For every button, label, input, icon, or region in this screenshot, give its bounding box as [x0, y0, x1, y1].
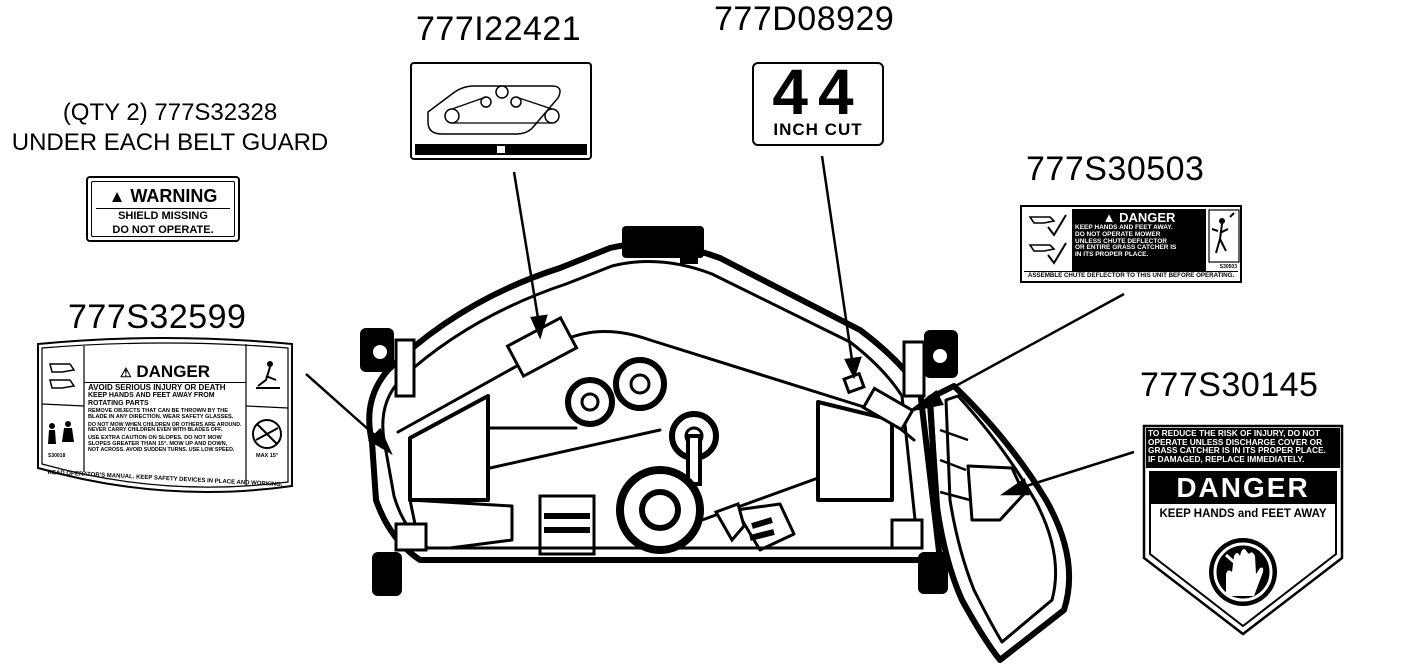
deck-slope-max: MAX 15° [256, 453, 279, 459]
discharge-subheading: KEEP HANDS and FEET AWAY [1159, 508, 1327, 520]
warning-decal: ▲ WARNING SHIELD MISSING DO NOT OPERATE. [86, 176, 240, 242]
thrown-object-icon [1208, 209, 1240, 265]
chute-line-1: KEEP HANDS AND FEET AWAY. [1075, 224, 1173, 231]
deck-line-4: REMOVE OBJECTS THAT CAN BE THROWN BY THE [88, 408, 228, 415]
chute-line-4: OR ENTIRE GRASS CATCHER IS [1075, 244, 1177, 252]
pulley-routing-decal [410, 62, 592, 160]
cut-size-decal: 44 INCH CUT [752, 56, 884, 146]
deck-line-1: AVOID SERIOUS INJURY OR DEATH [88, 383, 226, 392]
top-pulley-block [622, 226, 704, 264]
hand-hazard-icon [49, 363, 76, 389]
kneeling-operator-icon [256, 361, 280, 389]
idler-pulleys [565, 357, 719, 486]
belt-routing-icon [415, 85, 587, 155]
discharge-line-3: GRASS CATCHER IS IN ITS PROPER PLACE. [1148, 445, 1326, 456]
discharge-chute [927, 383, 1073, 663]
spring-bracket [538, 494, 775, 556]
belt-guard-note-line-1: (QTY 2) 777S32328 [62, 99, 278, 126]
deck-code: S30018 [48, 453, 66, 459]
deck-danger-heading: ⚠ DANGER [84, 362, 246, 383]
chute-danger-decal: ▲ DANGER KEEP HANDS AND FEET AWAY. DO NO… [1020, 205, 1242, 283]
discharge-line-4: IF DAMAGED, REPLACE IMMEDIATELY. [1148, 454, 1305, 465]
belt-guard-note-line-2: UNDER EACH BELT GUARD [11, 129, 329, 156]
warning-heading-row: ▲ WARNING [88, 186, 238, 207]
deck-line-10: NOT ACROSS. AVOID SUDDEN TURNS. USE LOW … [88, 446, 235, 453]
deck-line-3: ROTATING PARTS [88, 399, 149, 407]
chute-footer: ASSEMBLE CHUTE DEFLECTOR TO THIS UNIT BE… [1024, 270, 1238, 280]
deck-line-9: SLOPES GREATER THAN 15°. MOW UP AND DOWN… [88, 440, 228, 447]
chute-triangle-icon: ▲ [1102, 210, 1116, 225]
cut-size-number: 44 [772, 56, 864, 128]
discharge-danger-decal: TO REDUCE THE RISK OF INJURY, DO NOT OPE… [1142, 424, 1344, 636]
deck-line-6: DO NOT MOW WHEN CHILDREN OR OTHERS ARE A… [88, 421, 242, 428]
decal-locations [505, 315, 915, 432]
part-number-777s32599: 777S32599 [68, 298, 247, 336]
belt-guard-note: (QTY 2) 777S32328 UNDER EACH BELT GUARD [0, 98, 340, 158]
part-number-777s30145: 777S30145 [1140, 366, 1319, 404]
deck-wheels [360, 328, 958, 596]
deck-line-5: BLADE IN ANY DIRECTION. WEAR SAFETY GLAS… [88, 413, 234, 420]
hand-prohibited-icon [1209, 538, 1277, 606]
deck-line-7: NEVER CARRY CHILDREN EVEN WITH BLADES OF… [88, 427, 223, 434]
deck-line-8: USE EXTRA CAUTION ON SLOPES. DO NOT MOW [88, 434, 222, 441]
warning-line-1: SHIELD MISSING [118, 210, 208, 222]
cut-size-caption: INCH CUT [773, 120, 863, 139]
bystander-icon [48, 421, 74, 444]
part-number-777d08929: 777D08929 [714, 0, 895, 38]
warning-line-2: DO NOT OPERATE. [112, 224, 214, 236]
chute-code: S30503 [1219, 264, 1237, 270]
chute-line-3: UNLESS CHUTE DEFLECTOR [1075, 237, 1167, 245]
part-number-777s30503: 777S30503 [1026, 150, 1205, 188]
discharge-line-1: TO REDUCE THE RISK OF INJURY, DO NOT [1148, 428, 1320, 438]
discharge-heading: DANGER [1176, 472, 1310, 503]
main-spindle-pulley [616, 466, 704, 554]
chute-danger-heading: ▲ DANGER [1102, 210, 1176, 225]
warning-triangle-icon: ▲ [108, 187, 126, 206]
slope-warning-icon [252, 419, 282, 449]
chute-deflector-icon [1024, 209, 1070, 269]
deck-line-2: KEEP HANDS AND FEET AWAY FROM [88, 392, 215, 400]
chute-line-2: DO NOT OPERATE MOWER [1075, 230, 1161, 238]
part-number-777i22421: 777I22421 [416, 10, 582, 48]
deck-triangle-icon: ⚠ [119, 365, 132, 380]
deck-danger-decal: ⚠ DANGER AVOID SERIOUS INJURY OR DEATH K… [34, 336, 296, 498]
leader-lines [305, 155, 1135, 496]
warning-heading: WARNING [130, 186, 218, 206]
chute-line-5: IN ITS PROPER PLACE. [1075, 251, 1149, 259]
discharge-line-2: OPERATE UNLESS DISCHARGE COVER OR [1148, 436, 1323, 447]
